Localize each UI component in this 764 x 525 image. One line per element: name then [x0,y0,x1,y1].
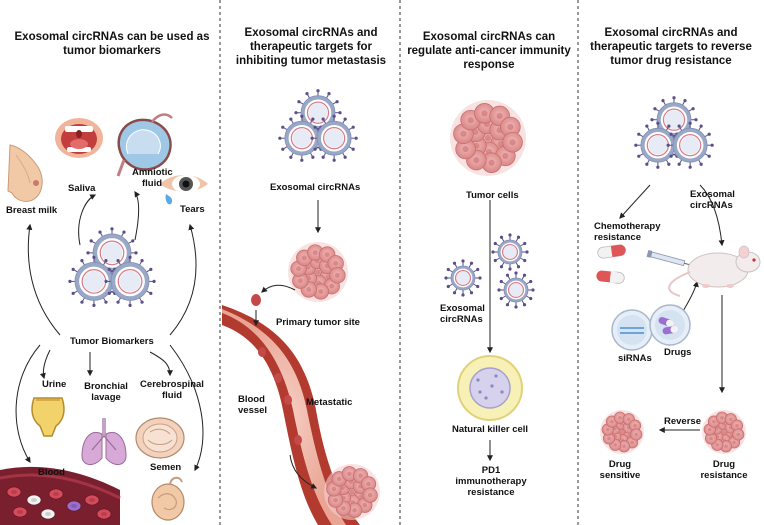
label-primary-tumor-site: Primary tumor site [276,317,360,328]
label-exosomal-circrnas: Exosomal circRNAs [690,189,735,211]
sirna-icon [611,309,653,351]
label-breast-milk: Breast milk [6,205,58,216]
panel4-arrows [619,184,725,433]
tumor-icon [702,410,746,454]
blood-cells-icon [0,466,121,525]
label-pd1-resistance: PD1 immunotherapy resistance [455,465,527,498]
bladder-icon [31,397,65,437]
panel1-arrows [15,190,204,472]
eye-icon [160,175,208,205]
label-natural-killer-cell: Natural killer cell [452,424,529,435]
mouse-icon [668,245,761,297]
tumor-icon [450,100,526,176]
panel3-title: Exosomal circRNAs can regulate anti-canc… [407,31,571,71]
label-bronchial-lavage: Bronchial lavage [84,381,128,403]
brain-icon [135,417,185,459]
nk-cell-icon [457,355,523,421]
label-tears: Tears [180,204,205,215]
label-tumor-biomarkers: Tumor Biomarkers [70,336,154,347]
exosome-icon [444,259,482,297]
exosome-cluster-icon [68,227,156,307]
label-exosomal-circrnas: Exosomal circRNAs [440,303,485,325]
testis-icon [151,476,185,521]
label-cerebrospinal-fluid: Cerebrospinal fluid [140,379,204,401]
exosome-icon [497,271,535,309]
exosome-cluster-icon [634,96,714,169]
label-sirnas: siRNAs [618,353,652,364]
label-tumor-cells: Tumor cells [466,190,519,201]
label-reverse: Reverse [664,416,701,427]
drug-petri-icon [649,304,691,346]
panel4-title: Exosomal circRNAs and therapeutic target… [590,27,752,67]
tumor-icon [288,242,348,302]
lungs-icon [81,418,127,465]
label-drug-resistance: Drug resistance [700,459,748,481]
exosome-cluster-icon [278,89,358,162]
label-semen: Semen [150,462,182,473]
mouth-icon [55,118,103,158]
panel2-title: Exosomal circRNAs and therapeutic target… [235,27,387,67]
exosome-icon [491,233,529,271]
label-urine: Urine [42,379,67,390]
label-metastatic: Metastatic [306,397,353,408]
label-amniotic-fluid: Amniotic fluid [132,167,173,189]
panel2-arrows [253,284,318,489]
label-drugs: Drugs [664,347,692,358]
panel1-title: Exosomal circRNAs can be used as tumor b… [14,31,210,57]
breast-icon [7,144,43,202]
tumor-icon [600,410,644,454]
label-saliva: Saliva [68,183,96,194]
label-blood: Blood [38,467,65,478]
tumor-icon [324,464,380,520]
label-chemotherapy-resistance: Chemotherapy resistance [594,221,661,243]
label-drug-sensitive: Drug sensitive [599,459,641,481]
label-exosomal-circrnas: Exosomal circRNAs [270,182,361,193]
tumor-cell-detached [251,294,261,306]
blood-vessel-icon [222,305,360,525]
uterus-icon [116,113,173,177]
pill-icon [596,244,626,284]
label-blood-vessel: Blood vessel [238,394,268,416]
